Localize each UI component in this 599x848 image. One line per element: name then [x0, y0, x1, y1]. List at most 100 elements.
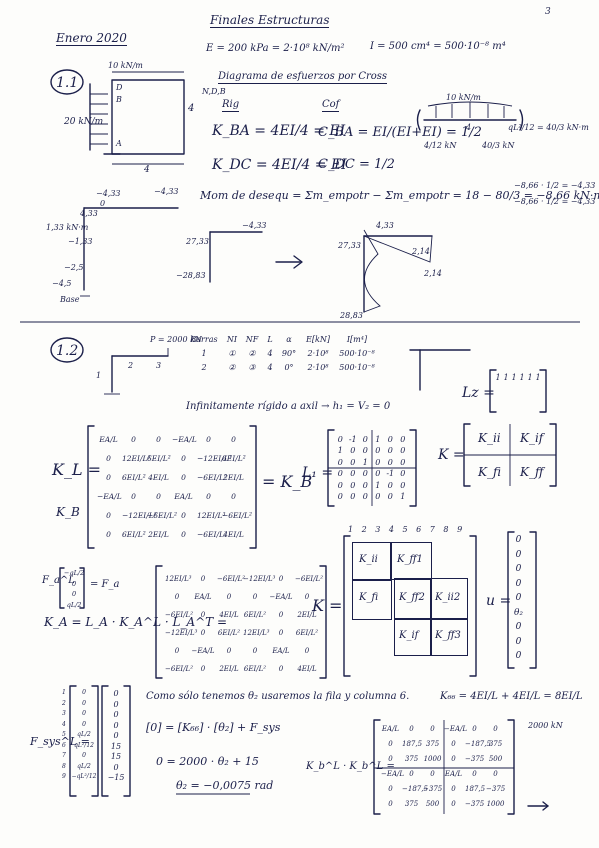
matrix-cell: 1	[337, 446, 343, 456]
matrix-cell: 0	[174, 646, 180, 655]
matrix-cell: EA/L	[381, 725, 400, 733]
matrix-cell: 0	[181, 472, 186, 482]
matrix-cell: 0	[200, 664, 206, 673]
block-if: K_if	[394, 618, 432, 656]
diagram-title: Diagrama de esfuerzos por Cross	[218, 71, 388, 84]
matrix-cell: 0	[350, 492, 356, 502]
matrix-cell: 0	[430, 725, 435, 733]
matrix-cell: −375	[423, 785, 443, 793]
vector-entry: 15	[110, 752, 122, 761]
table-header: Barras	[190, 335, 218, 344]
frame-top-load: 10 kN/m	[108, 61, 143, 70]
C-DC: C_DC = 1/2	[318, 157, 395, 172]
page-number: 3	[545, 7, 551, 17]
matrix-cell: −EA/L	[444, 725, 468, 733]
matrix-cell: 0	[106, 472, 111, 482]
Lz-entry: 1	[511, 373, 517, 382]
matrix-cell: 0	[375, 492, 381, 502]
matrix-cell: 0	[156, 491, 161, 501]
matrix-cell: 2EI/L	[297, 610, 317, 619]
Lz-entry: 1	[495, 373, 501, 382]
matrix-cell: EA/L	[194, 592, 212, 601]
matrix-cell: 0	[387, 457, 393, 467]
cross-top-mid: 0	[100, 199, 106, 208]
table-cell: 2·10⁸	[307, 349, 329, 358]
table-header: NF	[245, 335, 259, 344]
final-left: 27,33	[338, 241, 361, 250]
matrix-cell: −EA/L	[97, 491, 122, 501]
matrix-cell: 0	[181, 510, 186, 520]
note-theta: Como sólo tenemos θ₂ usaremos la fila y …	[146, 691, 410, 702]
F-eq: = F_a	[90, 579, 120, 590]
step2-top-right: −4,33	[242, 221, 267, 230]
vector-entry: 0	[515, 549, 522, 560]
table-cell: ②	[228, 363, 236, 372]
matrix-cell: 0	[388, 800, 393, 808]
KL-label: K_L =	[52, 460, 102, 479]
table-header: α	[286, 335, 292, 344]
matrix-cell: 375	[488, 740, 503, 748]
matrix-cell: −EA/L	[172, 434, 197, 444]
KL-eq: = K_B	[262, 472, 313, 491]
vector-entry: 0	[515, 593, 522, 603]
beam-span: 4	[466, 123, 472, 132]
matrix-cell: 0	[400, 434, 406, 444]
load-P: P = 2000 kN	[150, 335, 202, 344]
K-block-ff: K_ff	[520, 465, 544, 479]
matrix-cell: 0	[350, 446, 356, 456]
matrix-cell: 12EI/L³	[122, 453, 151, 463]
matrix-cell: 0	[350, 469, 356, 479]
u-label: u =	[486, 593, 512, 609]
matrix-cell: 0	[362, 446, 368, 456]
vector-entry: 0	[82, 699, 86, 707]
matrix-cell: 187,5	[465, 785, 486, 793]
matrix-cell: 0	[430, 770, 435, 778]
cross-left-val: −1,33	[68, 237, 93, 246]
matrix-cell: 4EI/L	[148, 472, 169, 482]
matrix-cell: 6EI/L²	[122, 472, 146, 482]
matrix-cell: 0	[206, 434, 211, 444]
matrix-cell: 6EI/L²	[222, 453, 246, 463]
beam-right-reaction: 40/3 kN	[482, 141, 515, 150]
matrix-cell: 12EI/L³	[243, 628, 270, 637]
beam-load: 10 kN/m	[446, 93, 481, 102]
cross-top-right: −4,33	[154, 187, 179, 196]
Lz-entry: 1	[519, 373, 525, 382]
matrix-cell: 0	[231, 434, 236, 444]
matrix-cell: 0	[206, 491, 211, 501]
vector-entry: qL²/12	[74, 741, 94, 749]
matrix-cell: 6EI/L²	[122, 529, 146, 539]
matrix-cell: 0	[400, 469, 406, 479]
Lz-matrix: 1 1 1 1 1 1	[494, 374, 542, 382]
table-cell: 90°	[281, 349, 297, 358]
matrix-cell: 6EI/L²	[147, 453, 171, 463]
K-block-ii: K_ii	[478, 431, 501, 445]
matrix-cell: −EA/L	[191, 646, 215, 655]
vector-entry: 0	[113, 731, 119, 740]
matrix-cell: 0	[106, 510, 111, 520]
vector-entry: 0	[113, 689, 119, 698]
Lz-label: Lz =	[462, 385, 495, 401]
vector-entry: 0	[515, 622, 522, 632]
table-cell: 0°	[284, 363, 294, 372]
material-E: E = 200 kPa = 2·10⁸ kN/m²	[206, 43, 345, 54]
matrix-cell: 0	[337, 480, 343, 490]
cross-bottom: −4,5	[52, 279, 72, 288]
beam-left-reaction: 4/12 kN	[424, 141, 457, 150]
problem-1-1-label: 1.1	[56, 75, 79, 91]
global-K-index: 1 2 3 4 5 6 7 8 9	[348, 525, 466, 534]
matrix-cell: EA/L	[174, 491, 193, 501]
matrix-cell: EA/L	[444, 770, 463, 778]
table-cell: 4	[267, 363, 273, 372]
rig-label: Rig	[222, 99, 240, 112]
matrix-cell: 4EI/L	[219, 610, 239, 619]
matrix-cell: 1000	[486, 800, 505, 808]
matrix-cell: −187,5	[402, 785, 428, 793]
matrix-cell: 6EI/L²	[217, 628, 241, 637]
vector-entry: 0	[515, 535, 522, 545]
matrix-cell: 0	[304, 646, 310, 655]
material-I: I = 500 cm⁴ = 500·10⁻⁸ m⁴	[370, 41, 506, 52]
